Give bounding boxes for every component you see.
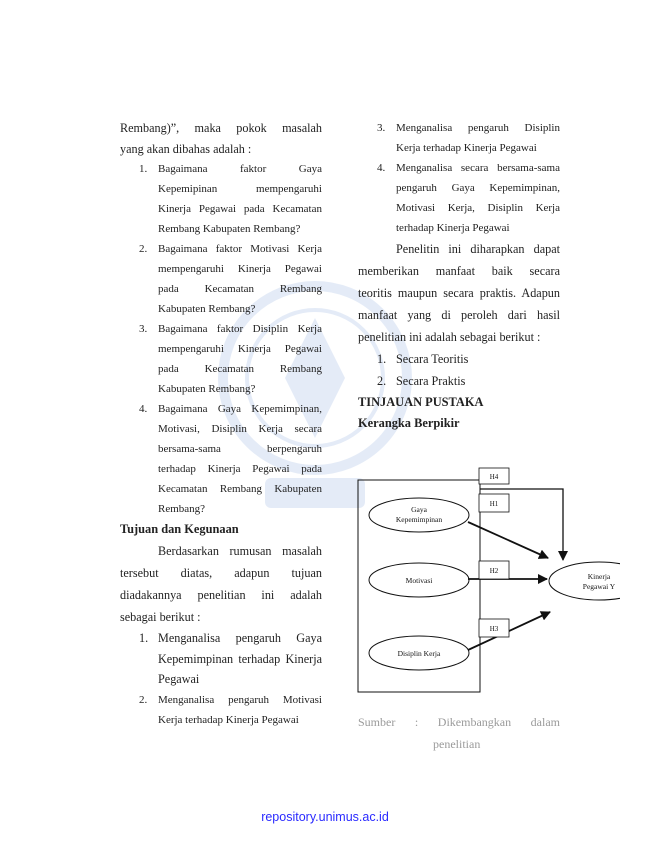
node-label: Gaya xyxy=(411,505,427,514)
list-item: 3. Menganalisa pengaruh Disiplin Kerja t… xyxy=(377,122,560,154)
list-item: 3. Bagaimana faktor Disiplin Kerja mempe… xyxy=(139,323,322,395)
figure-caption: Sumber : Dikembangkan dalam penelitian xyxy=(358,715,560,751)
objectives-list-continued: 3. Menganalisa pengaruh Disiplin Kerja t… xyxy=(358,118,560,238)
node-label: Disiplin Kerja xyxy=(398,649,441,658)
list-item: 2. Menganalisa pengaruh Motivasi Kerja t… xyxy=(139,693,322,726)
node-kinerja-pegawai xyxy=(548,561,620,601)
manfaat-paragraph: Penelitin ini diharapkan dapat memberika… xyxy=(358,242,560,344)
benefits-list: 1. Secara Teoritis 2. Secara Praktis xyxy=(358,348,560,392)
objectives-list: 1. Menganalisa pengaruh Gaya Kepemimpina… xyxy=(120,628,322,730)
arrow-h1 xyxy=(467,521,549,559)
list-item: 1. Menganalisa pengaruh Gaya Kepemimpina… xyxy=(139,631,322,686)
hypothesis-box-h2 xyxy=(478,560,510,580)
section-heading-tujuan: Tujuan dan Kegunaan xyxy=(120,522,239,536)
node-label: Pegawai Y xyxy=(583,582,616,591)
node-label: Kinerja xyxy=(588,572,611,581)
independent-variables-box xyxy=(357,479,481,693)
node-disiplin-kerja xyxy=(368,635,470,671)
hypothesis-label: H1 xyxy=(490,500,499,508)
list-item: 2. Bagaimana faktor Motivasi Kerja mempe… xyxy=(139,243,322,315)
hypothesis-box-h4 xyxy=(478,467,510,485)
node-motivasi xyxy=(368,562,470,598)
section-heading-tinjauan: TINJAUAN PUSTAKA xyxy=(358,395,484,409)
list-item: 4. Menganalisa secara bersama-sama penga… xyxy=(377,162,560,234)
node-label: Motivasi xyxy=(406,576,433,585)
right-column: 3. Menganalisa pengaruh Disiplin Kerja t… xyxy=(358,118,560,434)
intro-line: Rembang)”, maka pokok masalah xyxy=(120,121,322,135)
hypothesis-label: H4 xyxy=(490,473,499,481)
hypothesis-label: H2 xyxy=(490,567,499,575)
hypothesis-label: H3 xyxy=(490,625,499,633)
hypothesis-box-h3 xyxy=(478,618,510,638)
list-item: 1. Secara Teoritis xyxy=(377,352,469,366)
list-item: 4. Bagaimana Gaya Kepemimpinan, Motivasi… xyxy=(139,403,322,515)
tujuan-paragraph: Berdasarkan rumusan masalah tersebut dia… xyxy=(120,544,322,624)
intro-line: yang akan dibahas adalah : xyxy=(120,141,252,156)
research-questions-list: 1. Bagaimana faktor Gaya Kepemipinan mem… xyxy=(120,159,322,519)
repository-link[interactable]: repository.unimus.ac.id xyxy=(261,810,389,824)
list-item: 2. Secara Praktis xyxy=(377,374,466,388)
section-heading-kerangka: Kerangka Berpikir xyxy=(358,416,460,430)
node-gaya-kepemimpinan xyxy=(368,497,470,533)
left-column: Rembang)”, maka pokok masalah yang akan … xyxy=(120,118,322,730)
list-item: 1. Bagaimana faktor Gaya Kepemipinan mem… xyxy=(139,163,322,235)
arrow-h4 xyxy=(480,488,568,561)
hypothesis-box-h1 xyxy=(478,493,510,513)
node-label: Kepemimpinan xyxy=(396,515,442,524)
framework-diagram: Gaya Kepemimpinan Motivasi Disiplin Kerj… xyxy=(357,467,620,693)
